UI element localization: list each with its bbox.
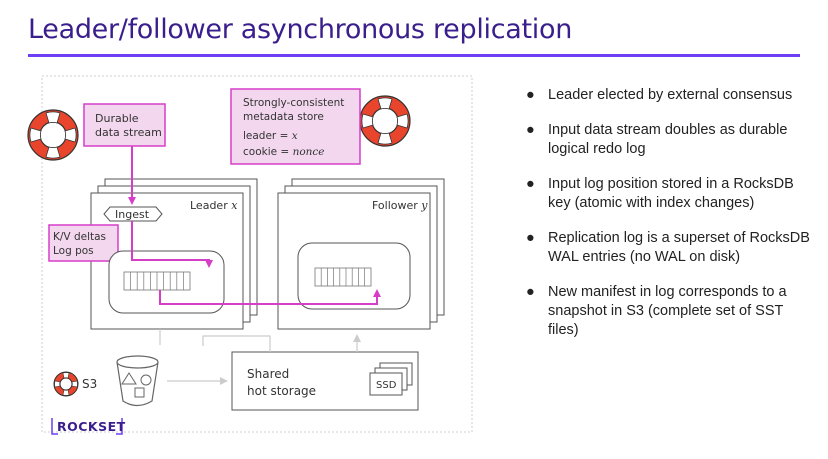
- replication-arrow: [159, 289, 381, 305]
- diagram-frame: [41, 75, 473, 433]
- title-underline: [28, 54, 800, 57]
- lifebuoy-icon: [27, 109, 79, 161]
- logo-bracket: [51, 418, 123, 435]
- leader-to-storage-line: [202, 335, 271, 352]
- s3-label: S3: [82, 377, 97, 391]
- bullet-item: ●Leader elected by external consensus: [526, 87, 793, 103]
- ssd-label: SSD: [376, 380, 397, 391]
- bullet-item: ●Input log position stored in a RocksDB …: [526, 176, 794, 211]
- s3-bucket-icon: [116, 355, 159, 407]
- ingest-to-log-arrow: [131, 221, 213, 268]
- ingest-label: Ingest: [115, 208, 150, 221]
- kv-deltas-box: [48, 224, 119, 262]
- metadata-cookie: cookie = nonce: [243, 146, 325, 158]
- rockset-logo: ROCKSET: [50, 417, 125, 435]
- bullet-item: ●Replication log is a superset of RocksD…: [526, 230, 810, 265]
- bullet-item: ●New manifest in log corresponds to a sn…: [526, 284, 787, 338]
- metadata-store-box: [230, 88, 361, 165]
- shared-storage-label: hot storage: [247, 384, 316, 398]
- lifebuoy-icon: [359, 95, 411, 147]
- metadata-store-title: Strongly-consistent: [243, 97, 344, 109]
- lifebuoy-icon: [53, 371, 79, 397]
- ingest-node: [103, 206, 163, 222]
- leader-label: Leader x: [190, 199, 238, 212]
- durable-stream-label: data stream: [95, 126, 162, 139]
- follower-log-cells: [314, 267, 372, 287]
- page-title: Leader/follower asynchronous replication: [28, 14, 573, 45]
- kv-deltas-label: Log pos: [53, 245, 94, 257]
- metadata-store-title: metadata store: [243, 111, 324, 123]
- metadata-leader: leader = x: [243, 130, 298, 142]
- shared-storage-label: Shared: [247, 367, 289, 381]
- durable-stream-box: [83, 103, 166, 147]
- durable-stream-label: Durable: [95, 112, 139, 125]
- bullet-list: ●Leader elected by external consensus ●I…: [514, 86, 814, 356]
- bullet-item: ●Input data stream doubles as durable lo…: [526, 122, 788, 157]
- follower-label: Follower y: [372, 199, 428, 212]
- leader-log-cells: [123, 271, 191, 291]
- ssd-front: [369, 372, 403, 396]
- kv-deltas-label: K/V deltas: [53, 231, 106, 243]
